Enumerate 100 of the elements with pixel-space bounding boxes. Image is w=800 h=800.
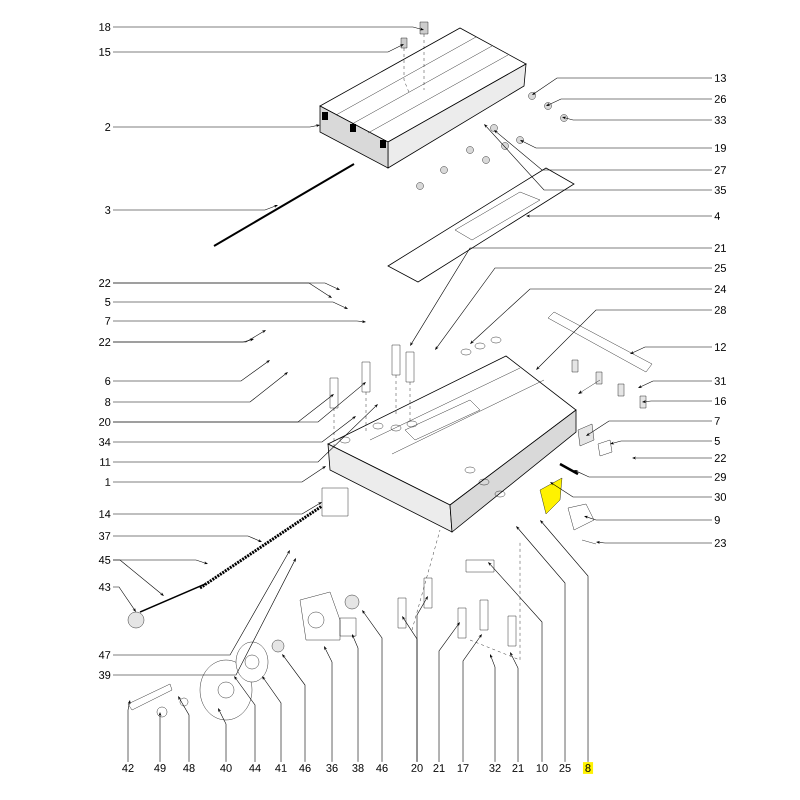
callout-number: 21 <box>714 244 726 252</box>
leader-line <box>470 288 712 344</box>
leader-line <box>218 708 226 762</box>
leader-line <box>510 652 518 762</box>
callout-number: 40 <box>220 764 232 772</box>
callout-number: 7 <box>714 417 720 425</box>
callout-number: 24 <box>714 285 726 293</box>
callout-number: 8 <box>105 398 110 406</box>
callout-number: 35 <box>714 186 726 194</box>
leader-line <box>586 420 712 436</box>
callout-number: 12 <box>715 343 726 351</box>
callout-number: 5 <box>714 437 720 445</box>
leader-line <box>324 646 332 762</box>
callout-number: 16 <box>715 397 726 405</box>
callout-number: 38 <box>352 764 364 772</box>
leader-line <box>112 558 296 676</box>
leader-line <box>520 140 712 148</box>
leader-line <box>112 44 404 52</box>
callout-number: 22 <box>99 338 110 346</box>
leader-line <box>112 360 270 382</box>
leader-line <box>112 282 332 298</box>
leader-line <box>112 404 378 462</box>
callout-number: 41 <box>275 764 287 772</box>
leader-line <box>112 550 290 656</box>
callout-number: 44 <box>249 764 261 772</box>
callout-number: 21 <box>512 764 524 772</box>
callout-number: 4 <box>714 212 720 220</box>
leader-line <box>112 382 366 422</box>
callout-number: 34 <box>99 438 110 446</box>
callout-number: 13 <box>715 74 726 82</box>
callout-number: 19 <box>715 144 726 152</box>
callout-number: 48 <box>183 764 195 772</box>
callout-number: 33 <box>714 116 726 124</box>
callout-number: 46 <box>299 764 311 772</box>
leader-line <box>112 586 136 612</box>
callout-number: 30 <box>714 493 726 501</box>
callout-number: 1 <box>106 478 110 486</box>
callout-number: 17 <box>458 764 469 772</box>
leader-line <box>178 696 190 762</box>
leader-line <box>462 634 482 762</box>
callout-number: 36 <box>326 764 338 772</box>
leader-line <box>550 482 712 498</box>
callout-number: 37 <box>99 532 110 540</box>
callout-number: 31 <box>714 377 726 385</box>
leader-line <box>112 502 322 514</box>
leader-line <box>516 526 566 762</box>
leader-line <box>112 302 348 309</box>
callout-number: 25 <box>559 764 571 772</box>
leader-line <box>416 596 428 762</box>
leader-line <box>546 98 712 106</box>
leader-line <box>362 610 382 762</box>
callout-number: 32 <box>489 764 501 772</box>
callout-number: 21 <box>433 764 445 772</box>
callout-number: 7 <box>105 317 110 325</box>
leader-line <box>112 560 164 596</box>
callout-number: 27 <box>714 166 726 174</box>
callout-number: 20 <box>411 764 423 772</box>
callout-number: 28 <box>714 306 726 314</box>
leader-line <box>234 676 256 762</box>
leader-line <box>532 78 712 95</box>
callout-number: 3 <box>105 206 110 214</box>
callout-number: 10 <box>536 764 548 772</box>
callout-number: 15 <box>99 48 110 56</box>
callout-number: 5 <box>105 298 110 306</box>
callout-number: 22 <box>714 454 726 462</box>
callout-number: 6 <box>105 377 110 385</box>
leader-line <box>410 248 712 346</box>
leader-line <box>638 380 712 388</box>
leader-line <box>488 562 542 762</box>
callout-number: 20 <box>99 418 110 426</box>
callout-number: 14 <box>99 510 110 518</box>
leader-line <box>536 310 712 370</box>
leader-line <box>112 372 288 402</box>
leader-line <box>435 268 712 350</box>
callout-number: 45 <box>98 556 110 564</box>
callout-number: 25 <box>714 264 726 272</box>
callout-number: 11 <box>100 458 110 466</box>
callout-number: 22 <box>99 279 110 287</box>
leader-line <box>282 654 306 762</box>
callout-number: 47 <box>98 651 110 659</box>
callout-number: 49 <box>154 764 166 772</box>
callout-number: 26 <box>714 95 726 103</box>
leader-line <box>540 520 588 762</box>
leader-line <box>574 470 712 478</box>
leader-line <box>630 346 712 354</box>
callout-number: 42 <box>122 764 134 772</box>
leader-line <box>494 130 712 170</box>
callout-number: 23 <box>714 539 726 547</box>
callout-number: 9 <box>714 516 720 524</box>
leader-line <box>438 622 460 762</box>
leader-line <box>484 124 712 190</box>
leader-line <box>112 466 326 482</box>
callout-number: 29 <box>714 473 726 481</box>
callout-number: 39 <box>99 671 110 679</box>
leader-line <box>112 536 262 542</box>
callout-number: 43 <box>98 583 110 591</box>
leader-line <box>112 416 356 442</box>
leader-line <box>262 676 282 762</box>
callout-number: 2 <box>105 123 110 131</box>
callout-number: 18 <box>99 23 110 31</box>
